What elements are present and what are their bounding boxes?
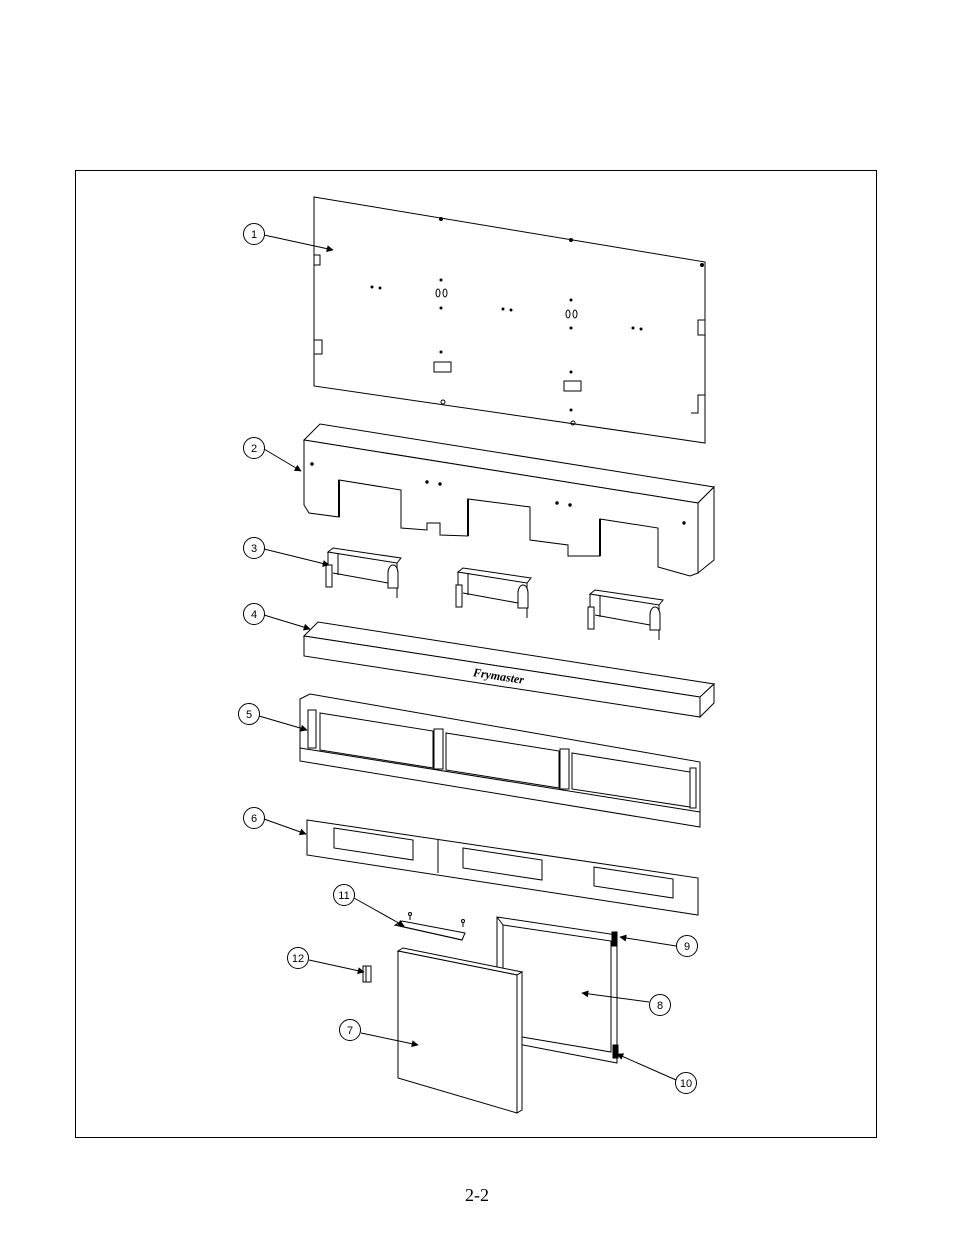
part-3-brackets: [326, 548, 663, 640]
page-number: 2-2: [0, 1185, 954, 1206]
callout-label-5: 5: [246, 709, 252, 721]
callout-label-11: 11: [338, 890, 349, 902]
part-7-door-panel: [398, 948, 522, 1113]
part-11-rail: [395, 913, 465, 941]
part-12-latch: [363, 966, 371, 982]
callout-label-10: 10: [680, 1078, 692, 1090]
callout-label-7: 7: [347, 1025, 353, 1037]
part-1-back-panel: [314, 197, 705, 443]
callout-label-9: 9: [684, 941, 690, 953]
callout-label-4: 4: [251, 609, 257, 621]
part-10-hinge: [613, 1045, 618, 1058]
callout-label-3: 3: [251, 543, 257, 555]
part-6-trim-plate: [307, 820, 698, 915]
callout-label-6: 6: [251, 813, 257, 825]
callout-label-8: 8: [657, 1000, 663, 1012]
callout-label-12: 12: [292, 953, 304, 965]
part-5-control-frame: [300, 694, 700, 827]
callout-label-2: 2: [251, 443, 257, 455]
part-4-header: [304, 622, 714, 717]
part-9-hinge: [612, 932, 617, 946]
callout-label-1: 1: [251, 229, 257, 241]
